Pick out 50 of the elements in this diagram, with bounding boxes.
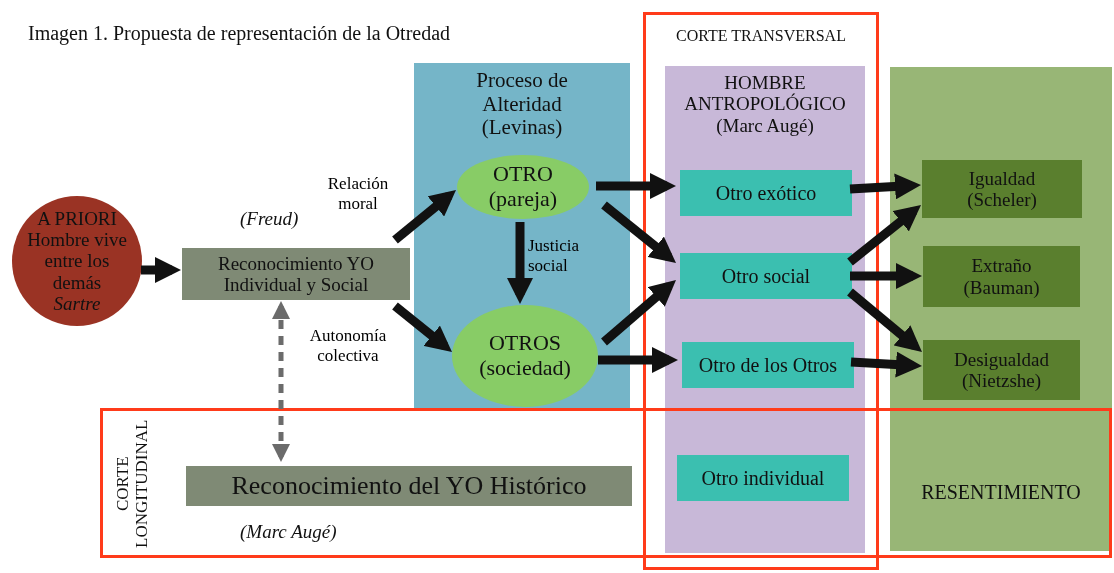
arrow [850, 351, 922, 378]
node-label: Desigualdad (Nietzshe) [953, 348, 1050, 392]
arrow [596, 173, 676, 199]
node-label: Otro de los Otros [698, 353, 838, 377]
arrow [847, 205, 921, 266]
arrow [850, 263, 922, 289]
section-frame [100, 408, 1112, 558]
group-panel [890, 67, 1112, 551]
process-box [680, 253, 852, 299]
process-box [677, 455, 849, 501]
dashed-arrow [272, 301, 290, 462]
arrow [598, 347, 678, 373]
edge-label: Autonomía colectiva [308, 326, 388, 367]
arrow [601, 280, 676, 346]
process-box [922, 160, 1082, 218]
panel-title: RESENTIMIENTO [921, 480, 1081, 503]
arrow [507, 222, 533, 304]
arrow [392, 190, 456, 244]
arrow [847, 288, 922, 352]
group-panel [665, 66, 865, 553]
author-note: (Freud) [240, 208, 299, 230]
process-box [923, 246, 1080, 307]
process-box [923, 340, 1080, 400]
figure-title: Imagen 1. Propuesta de representación de la Otredad [28, 22, 451, 45]
node-label: OTROS (sociedad) [478, 331, 572, 381]
group-panel [414, 63, 630, 408]
process-box [680, 170, 852, 216]
frame-title: CORTE LONGITUDINAL [113, 417, 152, 550]
panel-title: Proceso de Alteridad (Levinas) [475, 69, 569, 140]
node-label: Otro social [721, 264, 811, 288]
arrow [141, 257, 181, 283]
node-label: Igualdad (Scheler) [966, 167, 1038, 211]
node-label: Reconocimiento del YO Histórico [231, 471, 587, 501]
edge-label: Justicia social [528, 236, 580, 277]
node-label: Extraño (Bauman) [962, 255, 1041, 298]
node-label: A PRIORI Hombre vive entre los demás [26, 207, 128, 293]
panel-title: HOMBRE ANTROPOLÓGICO (Marc Augé) [683, 72, 847, 136]
section-frame [643, 12, 879, 570]
author-note: (Marc Augé) [240, 521, 337, 543]
arrow [601, 201, 676, 263]
node-label: Otro individual [701, 466, 825, 490]
arrow [392, 302, 452, 352]
process-box [682, 342, 854, 388]
node-label: Otro exótico [715, 181, 817, 205]
node-label: Sartre [53, 292, 101, 315]
edge-label: Relación moral [326, 174, 390, 215]
frame-title: CORTE TRANSVERSAL [676, 27, 846, 45]
arrow [849, 173, 921, 200]
node-label: OTRO (pareja) [487, 162, 559, 212]
node-label: Reconocimiento YO Individual y Social [217, 252, 375, 296]
